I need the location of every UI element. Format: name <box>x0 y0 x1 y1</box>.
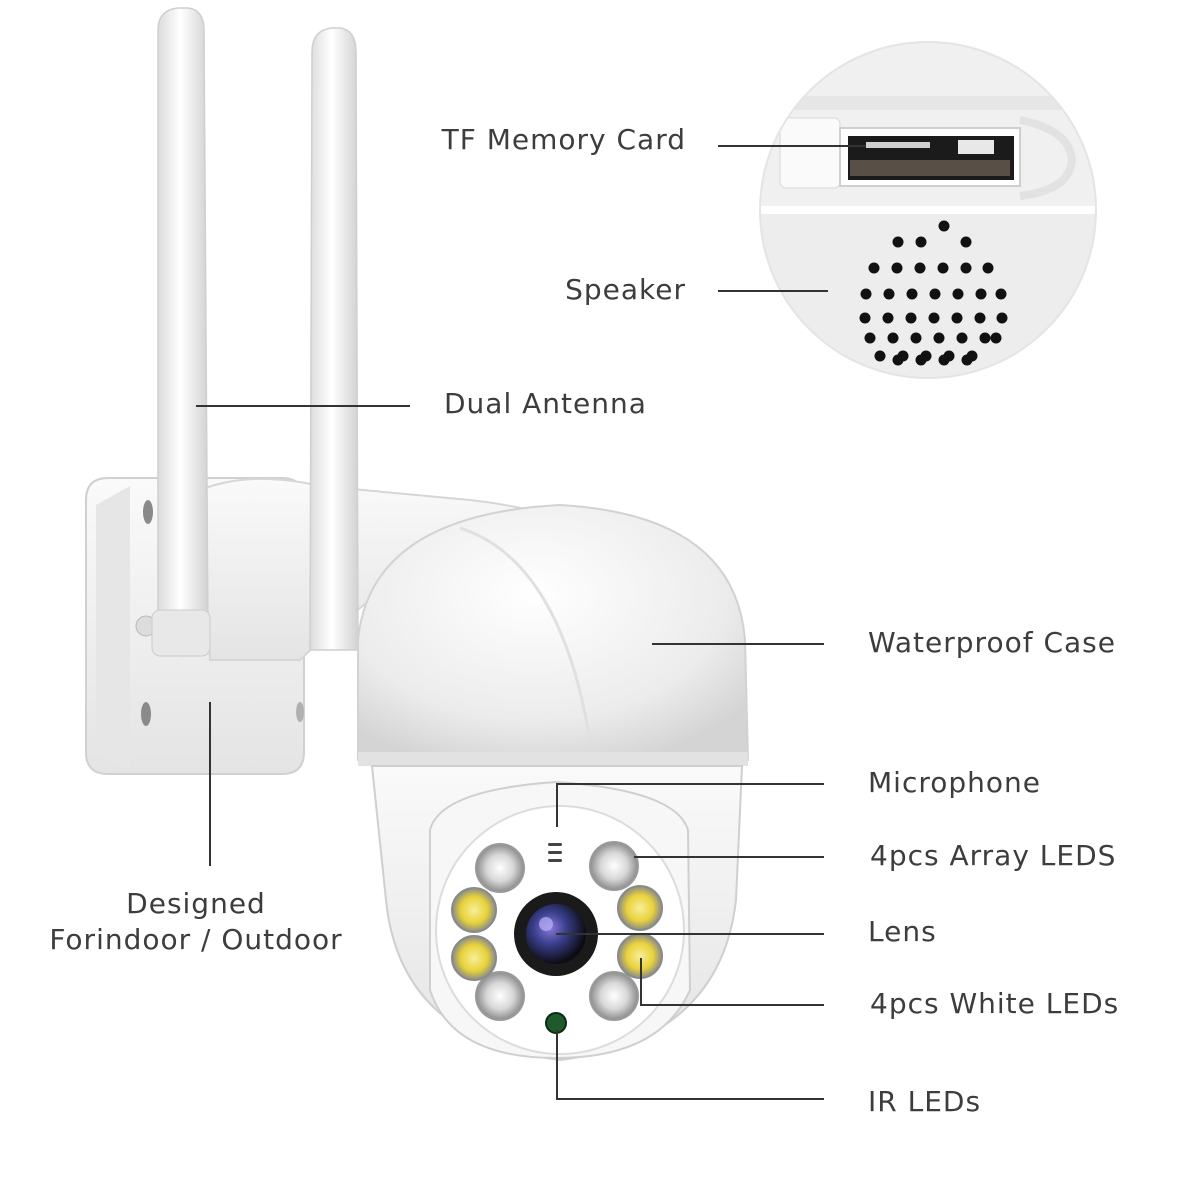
warm-led-lower-left <box>451 935 497 981</box>
label-dual-antenna: Dual Antenna <box>444 387 647 420</box>
white-led-bottom-left <box>475 971 525 1021</box>
leader-speaker <box>718 290 828 292</box>
leader-dual-antenna <box>196 405 410 407</box>
speaker-hole <box>982 262 994 274</box>
speaker-hole <box>910 332 922 344</box>
speaker-hole <box>887 332 899 344</box>
speaker-hole <box>868 262 880 274</box>
leader-array-leds <box>634 856 824 858</box>
speaker-hole <box>892 354 904 366</box>
speaker-hole <box>961 354 973 366</box>
leader-ir-leds-v <box>556 1030 558 1100</box>
speaker-hole <box>864 332 876 344</box>
leader-microphone-v <box>556 783 558 827</box>
speaker-hole <box>975 288 987 300</box>
antenna-left <box>151 7 211 657</box>
white-led-top-right <box>589 841 639 891</box>
dome-housing <box>357 503 750 766</box>
antenna-right <box>309 27 359 651</box>
speaker-hole <box>979 332 991 344</box>
label-designed-line2: Forindoor / Outdoor <box>49 923 343 956</box>
warm-led-upper-right <box>617 885 663 931</box>
detail-inset <box>759 41 1097 379</box>
label-speaker: Speaker <box>565 273 686 306</box>
speaker-hole <box>974 312 986 324</box>
speaker-hole <box>995 288 1007 300</box>
speaker-hole <box>860 288 872 300</box>
speaker-hole <box>960 236 972 248</box>
label-white-leds: 4pcs White LEDs <box>870 987 1120 1020</box>
leader-lens <box>556 933 824 935</box>
label-designed-line1: Designed <box>126 887 266 920</box>
leader-microphone-h <box>556 783 824 785</box>
leader-designed <box>209 702 211 866</box>
speaker-hole <box>952 288 964 300</box>
speaker-hole <box>960 262 972 274</box>
microphone-holes <box>548 843 562 862</box>
speaker-hole <box>938 220 950 232</box>
label-ir-leds: IR LEDs <box>868 1085 982 1118</box>
speaker-hole <box>874 350 886 362</box>
speaker-hole <box>892 236 904 248</box>
speaker-hole <box>915 236 927 248</box>
speaker-hole <box>951 312 963 324</box>
speaker-hole <box>915 354 927 366</box>
white-led-top-left <box>475 843 525 893</box>
speaker-grille <box>859 220 1008 366</box>
speaker-hole <box>937 262 949 274</box>
speaker-hole <box>914 262 926 274</box>
label-array-leds: 4pcs Array LEDS <box>870 839 1117 872</box>
speaker-hole <box>928 312 940 324</box>
speaker-hole <box>882 312 894 324</box>
label-lens: Lens <box>868 915 937 948</box>
speaker-hole <box>929 288 941 300</box>
speaker-hole <box>933 332 945 344</box>
label-microphone: Microphone <box>868 766 1041 799</box>
speaker-hole <box>906 288 918 300</box>
leader-white-leds-v <box>640 958 642 1006</box>
speaker-hole <box>956 332 968 344</box>
speaker-hole <box>859 312 871 324</box>
label-tf-memory-card: TF Memory Card <box>441 123 686 156</box>
warm-led-upper-left <box>451 887 497 933</box>
speaker-hole <box>938 354 950 366</box>
speaker-hole <box>883 288 895 300</box>
leader-white-leds-h <box>640 1004 824 1006</box>
white-led-bottom-right <box>589 971 639 1021</box>
speaker-hole <box>891 262 903 274</box>
speaker-hole <box>905 312 917 324</box>
leader-waterproof-case <box>652 643 824 645</box>
speaker-hole <box>990 332 1002 344</box>
leader-ir-leds-h <box>556 1098 824 1100</box>
speaker-hole <box>996 312 1008 324</box>
leader-tf-memory-card <box>718 145 866 147</box>
label-waterproof-case: Waterproof Case <box>868 626 1116 659</box>
